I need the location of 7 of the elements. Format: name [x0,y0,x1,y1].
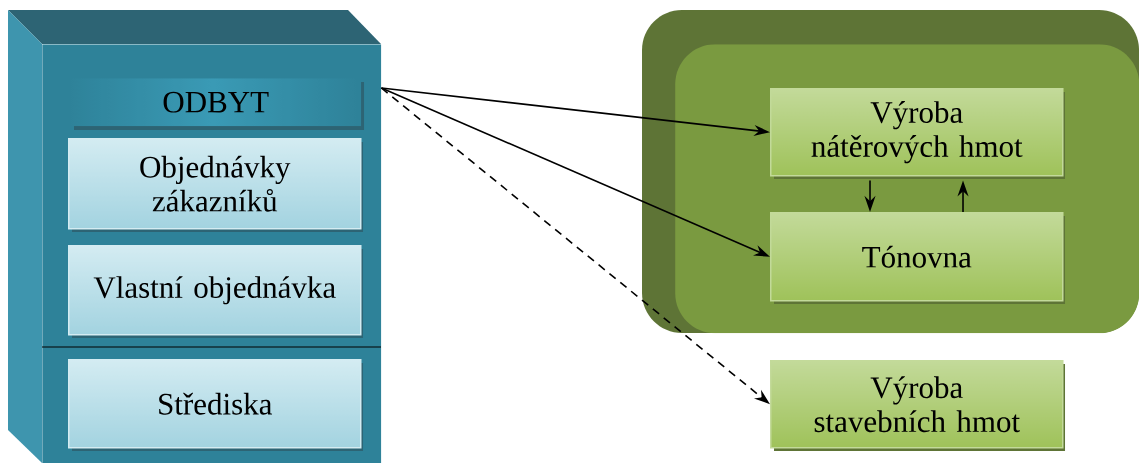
process-box: Výroba stavebních hmot [770,360,1065,451]
process-box: Objednávky zákazníků [68,138,363,232]
process-box: Vlastní objednávka [68,245,363,338]
process-box: Tónovna [770,212,1065,304]
process-box: Střediska [68,359,363,451]
header-band: ODBYT [70,78,364,130]
process-box: Výroba nátěrových hmot [770,88,1065,179]
